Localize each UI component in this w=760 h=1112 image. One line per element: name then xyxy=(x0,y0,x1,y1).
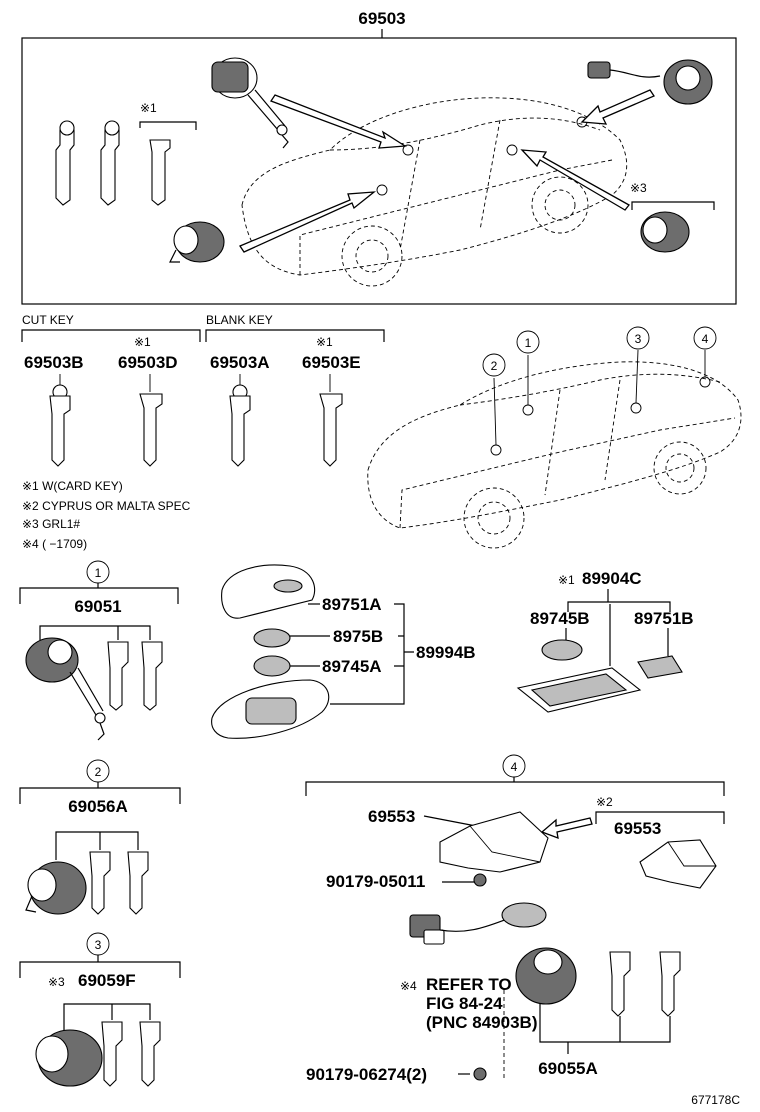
remote-cover-89751A xyxy=(221,564,316,619)
push-start-switch-top xyxy=(640,211,690,253)
part-89751B-label[interactable]: 89751B xyxy=(634,609,694,628)
part-89904C-label[interactable]: 89904C xyxy=(582,569,642,588)
blank-key-label: BLANK KEY xyxy=(206,313,273,327)
screw-90179-05011-label[interactable]: 90179-05011 xyxy=(326,872,425,891)
keys-69056A xyxy=(89,851,149,915)
top-group-box xyxy=(21,37,737,305)
part-69503B-label[interactable]: 69503B xyxy=(24,353,84,372)
part-69503A-label[interactable]: 69503A xyxy=(210,353,270,372)
key-69503D xyxy=(139,374,163,467)
callout-1-middle: 1 xyxy=(525,336,532,350)
vehicle-outline-middle xyxy=(367,349,742,549)
card-battery-89745B xyxy=(541,639,583,661)
ignition-cylinder-69051 xyxy=(25,637,106,741)
vehicle-outline-top xyxy=(241,97,628,287)
part-89751A-label[interactable]: 89751A xyxy=(322,595,382,614)
part-69056A-label[interactable]: 69056A xyxy=(68,797,128,816)
ignition-cylinder-top xyxy=(211,57,289,149)
key-69503E xyxy=(319,374,343,467)
part-69503-label[interactable]: 69503 xyxy=(358,9,405,28)
note-marker-1-card: ※1 xyxy=(558,573,575,587)
screw-90179-05011 xyxy=(473,873,487,887)
transponder-assembly-69055A xyxy=(409,902,577,1005)
cut-key-label: CUT KEY xyxy=(22,313,74,327)
legend-note-1: ※1 W(CARD KEY) xyxy=(22,479,123,493)
part-69059F-label[interactable]: 69059F xyxy=(78,971,136,990)
callout-4-middle: 4 xyxy=(702,332,709,346)
part-69553-label[interactable]: 69553 xyxy=(368,807,415,826)
card-pad-89751B xyxy=(637,655,683,679)
note-marker-1-top: ※1 xyxy=(140,101,157,115)
note-marker-1-blank: ※1 xyxy=(316,335,333,349)
keys-69055A xyxy=(609,951,681,1017)
legend-note-3: ※3 GRL1# xyxy=(22,517,80,531)
callout-2-group: 2 xyxy=(95,765,102,779)
part-69503D-label[interactable]: 69503D xyxy=(118,353,178,372)
luggage-lock-top xyxy=(587,59,713,105)
callout-4-group: 4 xyxy=(511,760,518,774)
part-69055A-label[interactable]: 69055A xyxy=(538,1059,598,1078)
note-marker-2-group4: ※2 xyxy=(596,795,613,809)
arrows-top xyxy=(239,89,655,253)
callout-3-middle: 3 xyxy=(635,332,642,346)
part-69051-label[interactable]: 69051 xyxy=(74,597,121,616)
part-69503E-label[interactable]: 69503E xyxy=(302,353,361,372)
push-start-switch-69059F xyxy=(35,1029,103,1087)
cover-69553 xyxy=(439,811,549,873)
callout-3-group: 3 xyxy=(95,938,102,952)
part-89745A-label[interactable]: 89745A xyxy=(322,657,382,676)
key-69503B xyxy=(49,374,71,467)
part-69553-alt-label[interactable]: 69553 xyxy=(614,819,661,838)
part-89745B-label[interactable]: 89745B xyxy=(530,609,590,628)
part-89994B-label[interactable]: 89994B xyxy=(416,643,476,662)
part-8975B-label[interactable]: 8975B xyxy=(333,627,383,646)
door-lock-cylinder-69056A xyxy=(25,861,87,915)
remote-battery-89745A xyxy=(253,655,291,677)
note-marker-4-group4: ※4 xyxy=(400,979,417,993)
remote-body xyxy=(211,679,330,739)
legend-note-2: ※2 CYPRUS OR MALTA SPEC xyxy=(22,499,191,513)
arrow-group4 xyxy=(540,817,593,840)
remote-pad-8975B xyxy=(253,628,291,648)
keys-69059F xyxy=(101,1021,161,1087)
key-69503A xyxy=(229,374,251,467)
screw-90179-06274 xyxy=(473,1067,487,1081)
door-lock-cylinder-top xyxy=(169,221,225,263)
keys-top xyxy=(55,120,171,206)
note-marker-1-cut: ※1 xyxy=(134,335,151,349)
note-marker-3-group: ※3 xyxy=(48,975,65,989)
legend-note-4: ※4 ( −1709) xyxy=(22,537,87,551)
card-key-body xyxy=(516,667,642,713)
refer-line-1: REFER TO xyxy=(426,975,512,994)
keys-69051 xyxy=(107,641,163,711)
cover-69553-alt xyxy=(639,839,717,889)
note-marker-3-top: ※3 xyxy=(630,181,647,195)
figure-id: 677178C xyxy=(691,1093,740,1107)
refer-line-2: FIG 84-24 xyxy=(426,994,503,1013)
refer-line-3: (PNC 84903B) xyxy=(426,1013,538,1032)
callout-2-middle: 2 xyxy=(491,359,498,373)
screw-90179-06274-label[interactable]: 90179-06274(2) xyxy=(306,1065,427,1084)
callout-1-group: 1 xyxy=(95,566,102,580)
